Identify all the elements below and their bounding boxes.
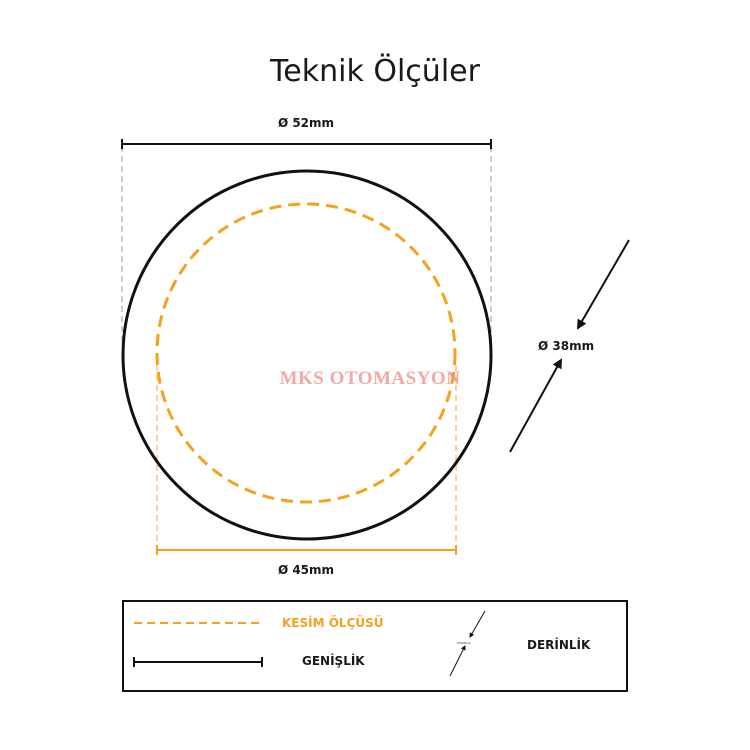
legend-depth-arrow-top [469,610,486,638]
legend-depth-arrow-bottom [449,645,466,677]
legend-depth-label: DERİNLİK [527,638,591,652]
cut-dimension-label: Ø 45mm [277,563,335,577]
depth-dimension-label: Ø 38mm [538,339,595,353]
width-dimension-label: Ø 52mm [277,116,335,130]
depth-arrow-top [576,239,630,330]
legend-cut-label: KESİM ÖLÇÜSÜ [282,616,384,630]
legend-width-label: GENİŞLİK [302,654,365,668]
depth-arrow-bottom [509,358,562,453]
legend-depth-icon-label: DERINLIK [457,641,471,645]
outer-circle [121,169,493,541]
cut-circle [155,202,457,504]
page-title: Teknik Ölçüler [270,54,480,89]
legend-box: KESİM ÖLÇÜSÜ GENİŞLİK DERINLIK DERİNLİK [122,600,628,692]
watermark: MKS OTOMASYON [279,368,461,389]
